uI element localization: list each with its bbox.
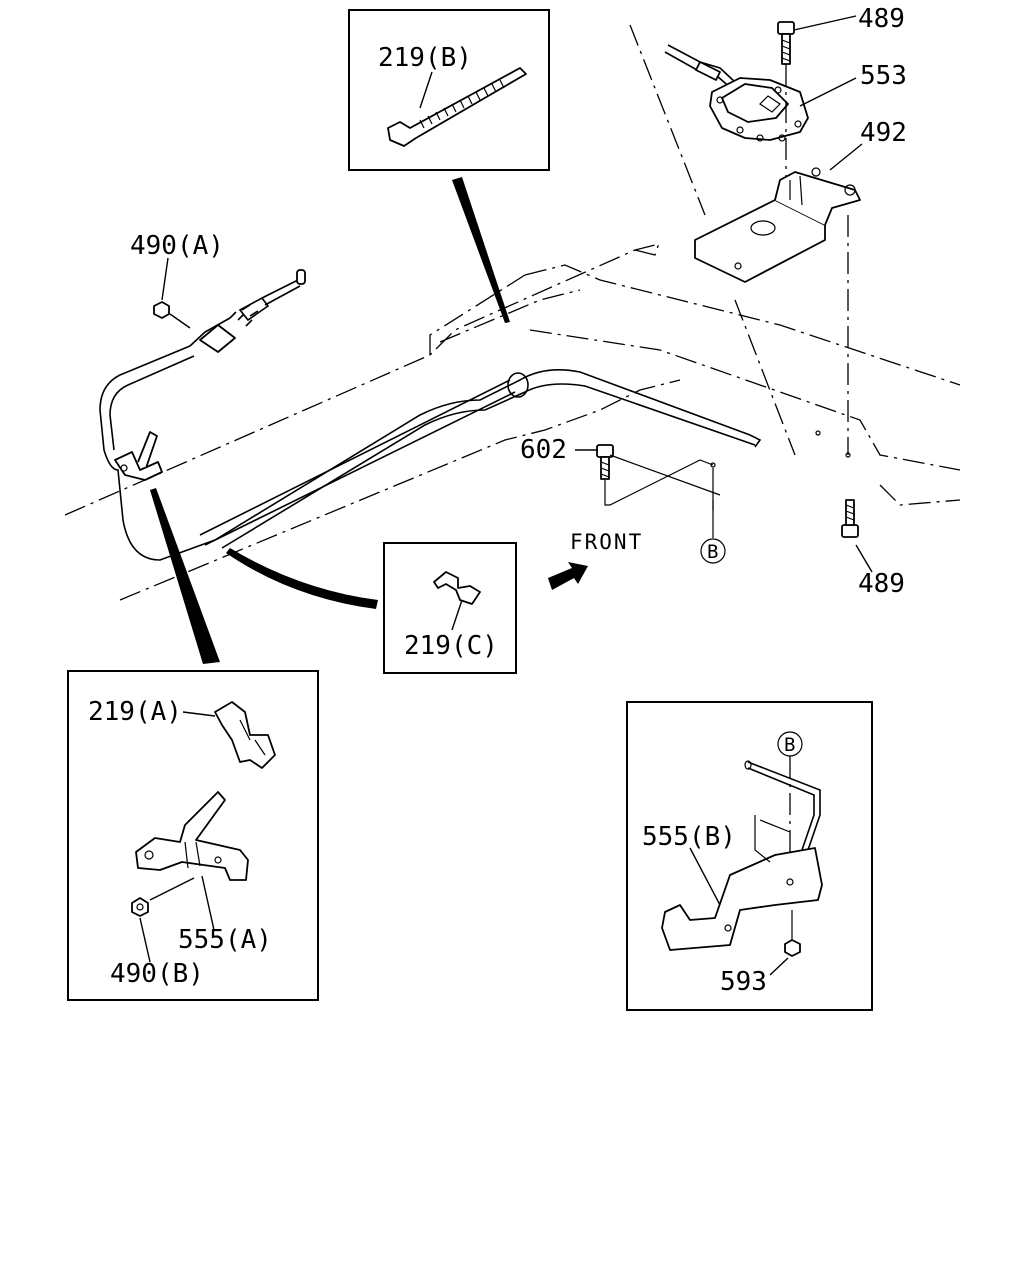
callout-490a: 490(A) (130, 231, 224, 261)
part-492-bracket (694, 167, 861, 283)
reference-mark-b-detail: B (784, 734, 795, 756)
floor-frame-outline (64, 24, 961, 601)
bolt-602 (596, 444, 721, 510)
callout-555a: 555(A) (178, 925, 272, 955)
main-callouts: 489 553 492 490(A) 602 489 (130, 4, 907, 599)
front-label: FRONT (570, 530, 643, 554)
bolt-489-top (777, 21, 795, 230)
bracket-555a-main (114, 431, 163, 481)
callout-219c: 219(C) (404, 631, 498, 661)
callout-219b: 219(B) (378, 43, 472, 73)
shift-cable (99, 44, 762, 561)
pointer-555a (150, 488, 220, 664)
svg-text:B: B (707, 541, 718, 563)
nut-490a (153, 301, 170, 319)
callout-555b: 555(B) (642, 822, 736, 852)
detail-box-555a: 219(A) 555(A) 490(B) (67, 670, 319, 1001)
pointer-219b (452, 177, 510, 323)
callout-489-top: 489 (858, 4, 905, 34)
detail-box-219c: 219(C) (383, 542, 517, 674)
callout-602: 602 (520, 435, 567, 465)
part-553 (709, 77, 809, 142)
callout-593: 593 (720, 967, 767, 997)
callout-553: 553 (860, 61, 907, 91)
callout-492: 492 (860, 118, 907, 148)
front-arrow (548, 562, 588, 590)
detail-box-219b: 219(B) (348, 9, 550, 171)
reference-mark-b-main: B (700, 500, 726, 564)
callout-490b: 490(B) (110, 959, 204, 989)
callout-219a: 219(A) (88, 697, 182, 727)
detail-box-555b: B 555(B) 593 (626, 701, 873, 1011)
pointer-219c (226, 548, 378, 609)
bolt-489-bottom (815, 430, 859, 538)
callout-489-bottom: 489 (858, 569, 905, 599)
